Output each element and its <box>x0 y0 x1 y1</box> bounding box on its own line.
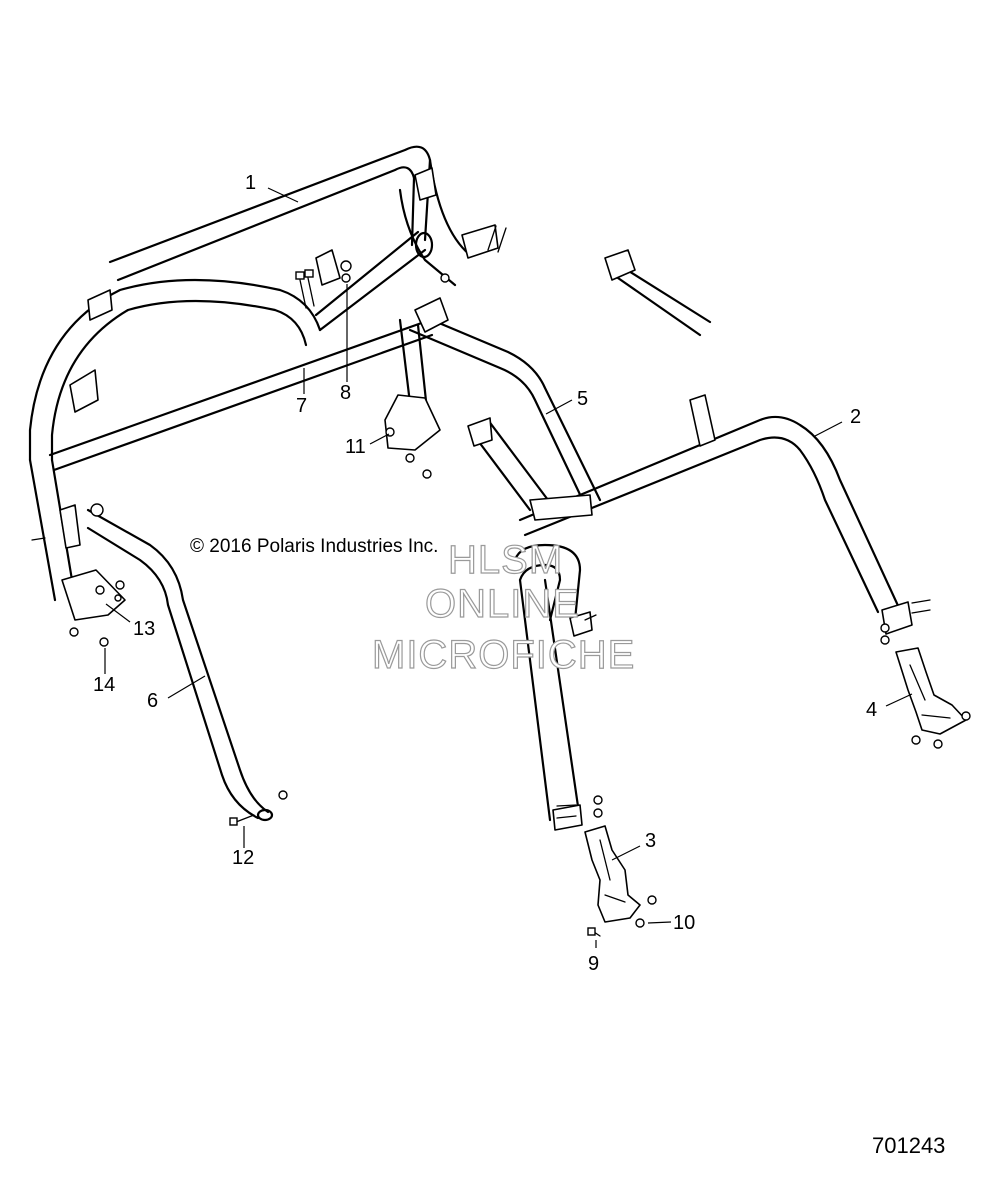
callout-4: 4 <box>866 699 878 721</box>
leader-lines <box>104 187 913 948</box>
callout-10: 10 <box>673 912 696 934</box>
copyright-notice: © 2016 Polaris Industries Inc. <box>190 536 439 557</box>
part-5-support-bar <box>384 297 602 507</box>
callout-3: 3 <box>645 830 657 852</box>
callout-11: 11 <box>345 436 366 458</box>
callout-1: 1 <box>245 172 257 194</box>
hardware <box>31 225 971 937</box>
figure-id: 701243 <box>872 1133 946 1158</box>
part-3-foot-bracket <box>584 825 641 923</box>
part-2-rear-cage <box>467 249 913 831</box>
callout-8: 8 <box>340 382 352 404</box>
callout-14: 14 <box>93 674 116 696</box>
callout-2: 2 <box>850 406 862 428</box>
part-4-foot-bracket <box>895 647 967 735</box>
part-1-front-cage <box>28 145 499 621</box>
callout-13: 13 <box>133 618 156 640</box>
watermark-line-1: HLSM <box>447 538 564 582</box>
watermark-line-2: ONLINE <box>424 582 580 626</box>
part-6-side-bar <box>86 503 274 822</box>
callout-6: 6 <box>147 690 159 712</box>
callout-9: 9 <box>588 953 600 975</box>
callout-12: 12 <box>232 847 255 869</box>
callout-7: 7 <box>296 395 308 417</box>
callout-5: 5 <box>577 388 589 410</box>
watermark-line-3: MICROFICHE <box>371 633 636 677</box>
